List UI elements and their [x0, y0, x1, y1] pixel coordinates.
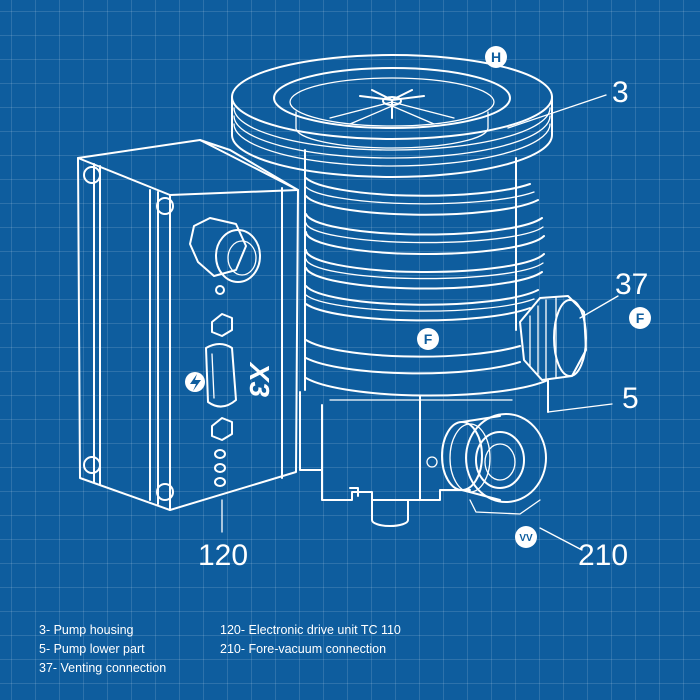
marker-handling: H	[485, 46, 507, 68]
legend-item: 3- Pump housing	[39, 623, 134, 637]
callout-37: 37	[615, 268, 648, 301]
svg-text:H: H	[491, 49, 501, 65]
legend-item: 37- Venting connection	[39, 661, 167, 675]
drive-unit-label: X3	[244, 361, 275, 398]
fore-vacuum-flange	[441, 413, 547, 515]
electronic-drive-box	[77, 139, 299, 511]
leader-lines	[221, 94, 619, 551]
dsub-connector	[205, 313, 237, 487]
power-connector	[189, 217, 261, 295]
marker-flange-venting: F	[629, 307, 651, 329]
legend-left: 3- Pump housing 5- Pump lower part 37- V…	[39, 621, 166, 678]
svg-text:F: F	[636, 310, 645, 326]
pump-lower-part	[299, 379, 549, 527]
top-flange	[231, 54, 553, 178]
svg-text:VV: VV	[519, 533, 533, 544]
legend-item: 120- Electronic drive unit TC 110	[220, 623, 401, 637]
venting-connection	[519, 295, 587, 381]
legend-item: 5- Pump lower part	[39, 642, 145, 656]
legend-item: 210- Fore-vacuum connection	[220, 642, 387, 656]
callout-120: 120	[198, 539, 248, 572]
marker-flange-upper: F	[417, 328, 439, 350]
legend-right: 120- Electronic drive unit TC 110 210- F…	[220, 621, 401, 659]
callout-3: 3	[612, 76, 629, 109]
callout-5: 5	[622, 382, 639, 415]
lightning-marker	[185, 372, 205, 392]
callout-210: 210	[578, 539, 628, 572]
marker-fore-vacuum: VV	[515, 526, 537, 548]
pump-housing-body	[304, 149, 549, 397]
svg-text:F: F	[424, 331, 433, 347]
